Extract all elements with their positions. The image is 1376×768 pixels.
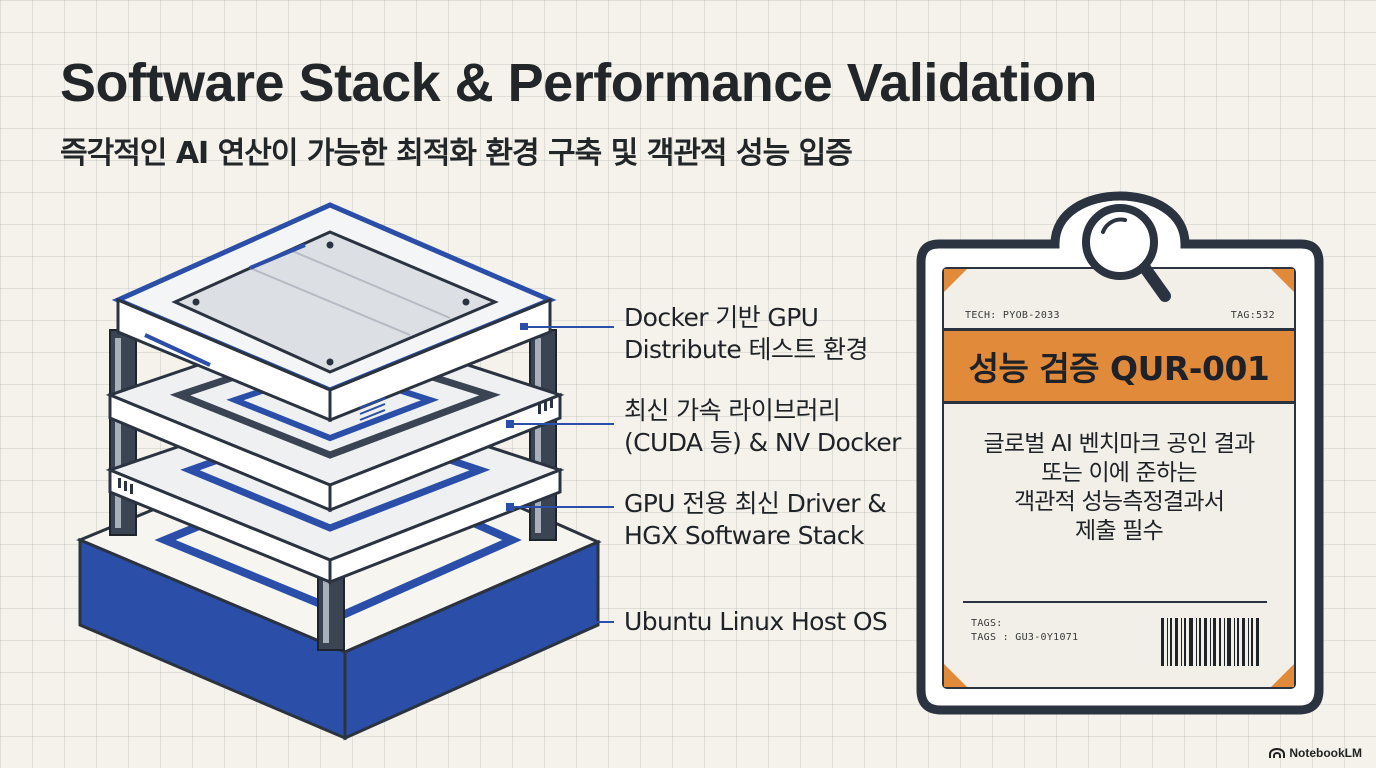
page-subtitle: 즉각적인 AI 연산이 가능한 최적화 환경 구축 및 객관적 성능 입증 — [60, 136, 853, 171]
callout-dot — [506, 420, 514, 428]
layer-label-line: GPU 전용 최신 Driver & — [624, 489, 887, 518]
stack-layer-docker — [111, 202, 557, 423]
page-title: Software Stack & Performance Validation — [60, 53, 1097, 113]
layer-label-driver: GPU 전용 최신 Driver & HGX Software Stack — [624, 488, 887, 552]
layer-label-line: (CUDA 등) & NV Docker — [624, 428, 901, 457]
callout-dot — [506, 503, 514, 511]
badge-tags-label: TAGS: — [971, 618, 1003, 629]
layer-label-line: Docker 기반 GPU — [624, 303, 819, 332]
badge-tech-code: TECH: PYOB-2033 — [965, 310, 1060, 321]
layer-label-docker: Docker 기반 GPU Distribute 테스트 환경 — [624, 302, 868, 366]
validation-badge: TECH: PYOB-2033 TAG:532 성능 검증 QUR-001 글로… — [915, 180, 1325, 720]
brand-mark: NotebookLM — [1269, 746, 1362, 760]
badge-body-line: 글로벌 AI 벤치마크 공인 결과 — [983, 431, 1256, 457]
layer-label-os: Ubuntu Linux Host OS — [624, 606, 888, 638]
brand-name: NotebookLM — [1289, 746, 1362, 760]
magnifier-icon — [1082, 204, 1171, 302]
layer-label-library: 최신 가속 라이브러리 (CUDA 등) & NV Docker — [624, 395, 901, 459]
layer-label-line: 최신 가속 라이브러리 — [624, 396, 841, 425]
callout-lines — [510, 326, 614, 623]
layer-label-line: Distribute 테스트 환경 — [624, 335, 868, 364]
badge-body-line: 제출 필수 — [1075, 518, 1164, 544]
layer-label-line: Ubuntu Linux Host OS — [624, 607, 888, 636]
barcode-icon — [1161, 618, 1259, 666]
badge-tag-code: TAG:532 — [1230, 310, 1275, 321]
layer-label-line: HGX Software Stack — [624, 521, 864, 550]
badge-title-band: 성능 검증 QUR-001 — [944, 328, 1294, 404]
badge-tags-line: TAGS : GU3-0Y1071 — [971, 632, 1079, 643]
badge-body-line: 또는 이에 준하는 — [1041, 460, 1197, 486]
software-stack-illustration — [76, 202, 614, 741]
callout-dot — [506, 618, 514, 626]
badge-title: 성능 검증 QUR-001 — [968, 349, 1270, 388]
badge-body-line: 객관적 성능측정결과서 — [1013, 489, 1225, 515]
badge-requirement-text: 글로벌 AI 벤치마크 공인 결과 또는 이에 준하는 객관적 성능측정결과서 … — [944, 430, 1294, 546]
notebooklm-logo-icon — [1269, 747, 1286, 758]
